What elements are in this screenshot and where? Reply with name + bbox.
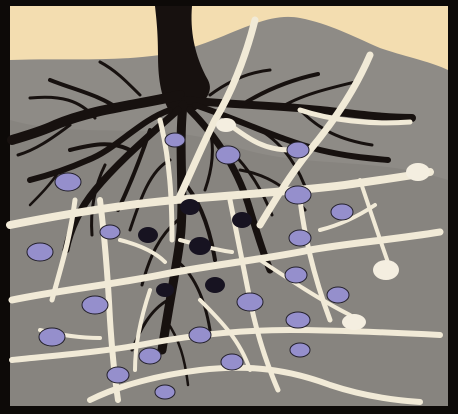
illustration-frame — [0, 0, 458, 414]
root-network-illustration — [0, 0, 458, 414]
